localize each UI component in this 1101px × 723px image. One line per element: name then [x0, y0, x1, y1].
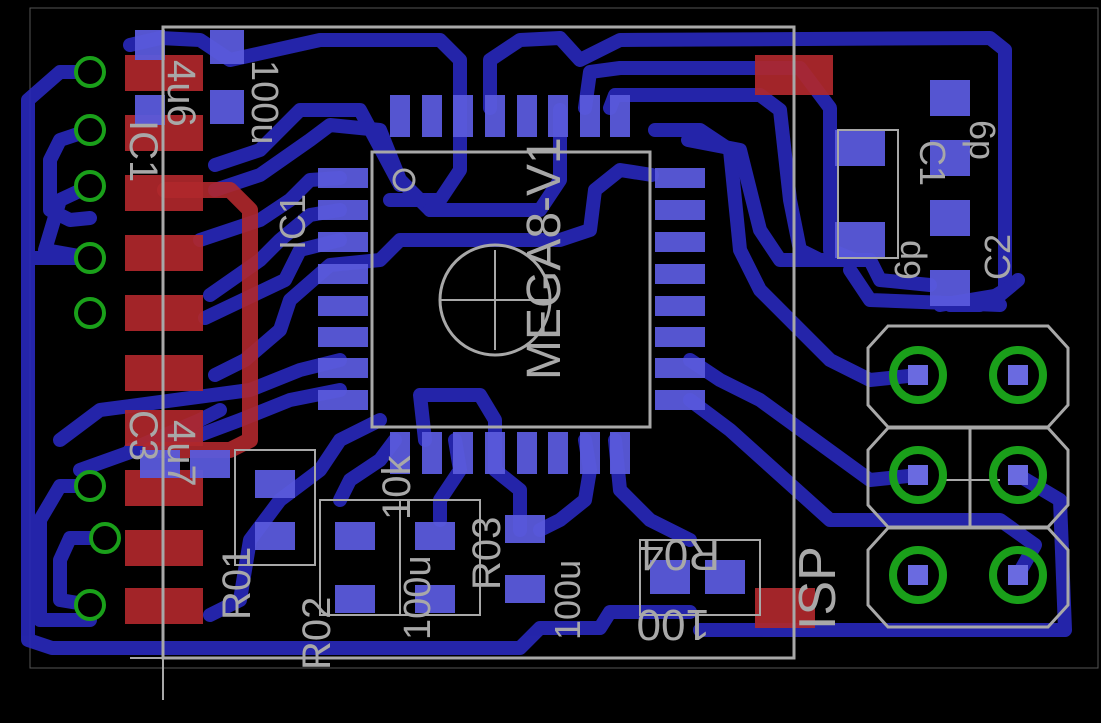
c3-value: 4u7 [159, 420, 203, 487]
silkscreen-thin [130, 129, 1000, 700]
c1-value: 6p [962, 120, 1003, 160]
r01-value: 10k [375, 455, 419, 520]
header-vias [74, 56, 121, 621]
c-mid-value: 100u [397, 555, 439, 640]
ic2-value: 4u6 [159, 60, 203, 127]
r04-value: 100 [637, 600, 710, 649]
c1-label: C1 [912, 140, 953, 186]
smd-pads [135, 30, 970, 613]
ic2-label: IC1 [121, 120, 165, 182]
isp-label: ISP [789, 546, 847, 630]
r02-label: R02 [295, 597, 339, 670]
isp-pads [889, 346, 1047, 604]
r03-value: 100u [547, 560, 588, 640]
c-top-value: 100u [243, 60, 285, 145]
c2-label: C2 [977, 234, 1018, 280]
r01-label: R01 [215, 547, 259, 620]
chip-label: MEGA8-V1 [518, 137, 571, 380]
r03-label: R03 [465, 517, 509, 590]
ic-designator: IC1 [272, 194, 313, 250]
c2-value: 6p [887, 240, 928, 280]
c3-label: C3 [121, 410, 165, 461]
r04-label: R04 [639, 530, 720, 579]
